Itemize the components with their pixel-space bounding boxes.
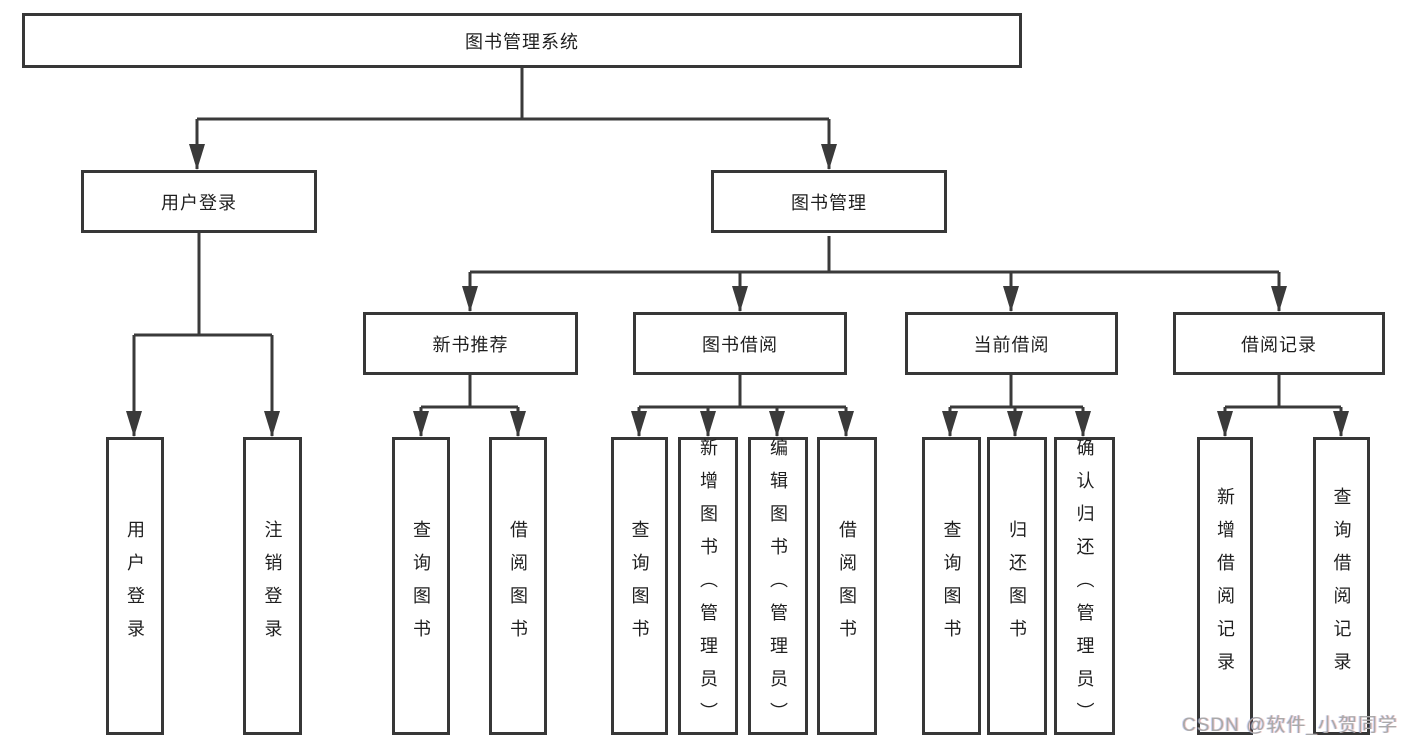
connector-arrows [126, 119, 1349, 437]
node-book-borrowing: 图书借阅 [633, 312, 847, 375]
node-label: 借阅图书 [508, 520, 528, 652]
node-label: 新增借阅记录 [1215, 487, 1235, 685]
leaf-query-books-borrow: 查询图书 [611, 437, 668, 735]
node-label: 用户登录 [161, 192, 237, 213]
leaf-add-books-admin: 新增图书（管理员） [678, 437, 738, 735]
node-label: 新增图书（管理员） [698, 437, 718, 735]
node-label: 图书管理 [791, 192, 867, 213]
csdn-watermark: CSDN @软件_小贺同学 [1182, 715, 1398, 736]
node-label: 新书推荐 [432, 334, 509, 355]
node-label: 借阅图书 [837, 520, 857, 652]
connector-lines [134, 68, 1341, 409]
node-book-management-module: 图书管理 [711, 170, 947, 233]
leaf-edit-books-admin: 编辑图书（管理员） [748, 437, 808, 735]
node-user-login-module: 用户登录 [81, 170, 317, 233]
node-label: 确认归还（管理员） [1074, 437, 1095, 735]
leaf-query-borrow-record: 查询借阅记录 [1313, 437, 1370, 735]
node-label: 注销登录 [262, 520, 283, 652]
node-borrowing-records: 借阅记录 [1173, 312, 1385, 375]
node-label: 编辑图书（管理员） [768, 437, 788, 735]
node-system-root: 图书管理系统 [22, 13, 1022, 68]
node-label: 当前借阅 [973, 334, 1050, 355]
node-label: 借阅记录 [1241, 334, 1317, 355]
node-current-borrowing: 当前借阅 [905, 312, 1118, 375]
node-label: 图书管理系统 [465, 31, 579, 52]
leaf-logout: 注销登录 [243, 437, 302, 735]
node-label: 查询图书 [411, 520, 431, 652]
node-label: 查询借阅记录 [1331, 487, 1352, 685]
node-label: 图书借阅 [702, 334, 778, 355]
leaf-confirm-return-admin: 确认归还（管理员） [1054, 437, 1115, 735]
leaf-add-borrow-record: 新增借阅记录 [1197, 437, 1253, 735]
leaf-return-books: 归还图书 [987, 437, 1047, 735]
node-label: 查询图书 [941, 520, 962, 652]
leaf-query-books-recommend: 查询图书 [392, 437, 450, 735]
node-label: 归还图书 [1007, 520, 1027, 652]
leaf-query-books-current: 查询图书 [922, 437, 981, 735]
leaf-borrow-books-recommend: 借阅图书 [489, 437, 547, 735]
node-label: 用户登录 [125, 520, 145, 652]
leaf-borrow-books: 借阅图书 [817, 437, 877, 735]
node-new-book-recommendation: 新书推荐 [363, 312, 578, 375]
node-label: 查询图书 [629, 520, 650, 652]
leaf-user-login: 用户登录 [106, 437, 164, 735]
